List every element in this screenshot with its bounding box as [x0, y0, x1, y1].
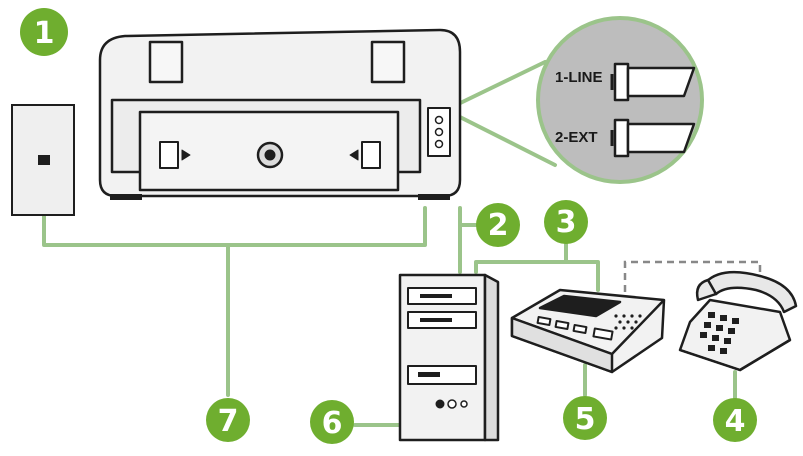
port-2-ext-connector-icon: [610, 118, 696, 158]
svg-text:7: 7: [218, 404, 239, 439]
telephone-keypad: [700, 312, 739, 354]
computer-tower: [398, 273, 500, 442]
wall-jack-socket: [38, 155, 50, 165]
callout-4: 4: [713, 398, 757, 442]
cable-3-computer-to-answering-machine: [474, 260, 600, 292]
wall-jack: [11, 104, 75, 216]
callout-1: 1: [20, 8, 68, 56]
telephone: [678, 270, 798, 372]
svg-text:6: 6: [322, 406, 343, 441]
svg-text:3: 3: [556, 205, 577, 240]
callout-5: 5: [563, 396, 607, 440]
cable-phone-to-answering-machine-dashed: [623, 260, 762, 292]
zoom-leader-top: [448, 60, 547, 110]
callout-2: 2: [476, 203, 520, 247]
answering-machine-speaker-grille: [614, 314, 642, 330]
svg-text:5: 5: [575, 402, 596, 437]
svg-text:1: 1: [34, 16, 55, 51]
port-label-1-line: 1-LINE: [555, 69, 603, 86]
callout-6: 6: [310, 400, 354, 444]
answering-machine: [510, 288, 666, 374]
zoom-leader-bottom: [448, 110, 557, 167]
port-1-line-connector-icon: [610, 62, 696, 102]
svg-text:2: 2: [488, 208, 509, 243]
port-label-2-ext: 2-EXT: [555, 129, 598, 146]
callouts: 1 2 3 4 5 6 7: [20, 8, 757, 444]
callout-7: 7: [206, 398, 250, 442]
port-zoom-callout: 1-LINE 2-EXT: [536, 16, 704, 184]
callout-3: 3: [544, 200, 588, 244]
printer: [98, 28, 462, 200]
svg-text:4: 4: [725, 404, 746, 439]
